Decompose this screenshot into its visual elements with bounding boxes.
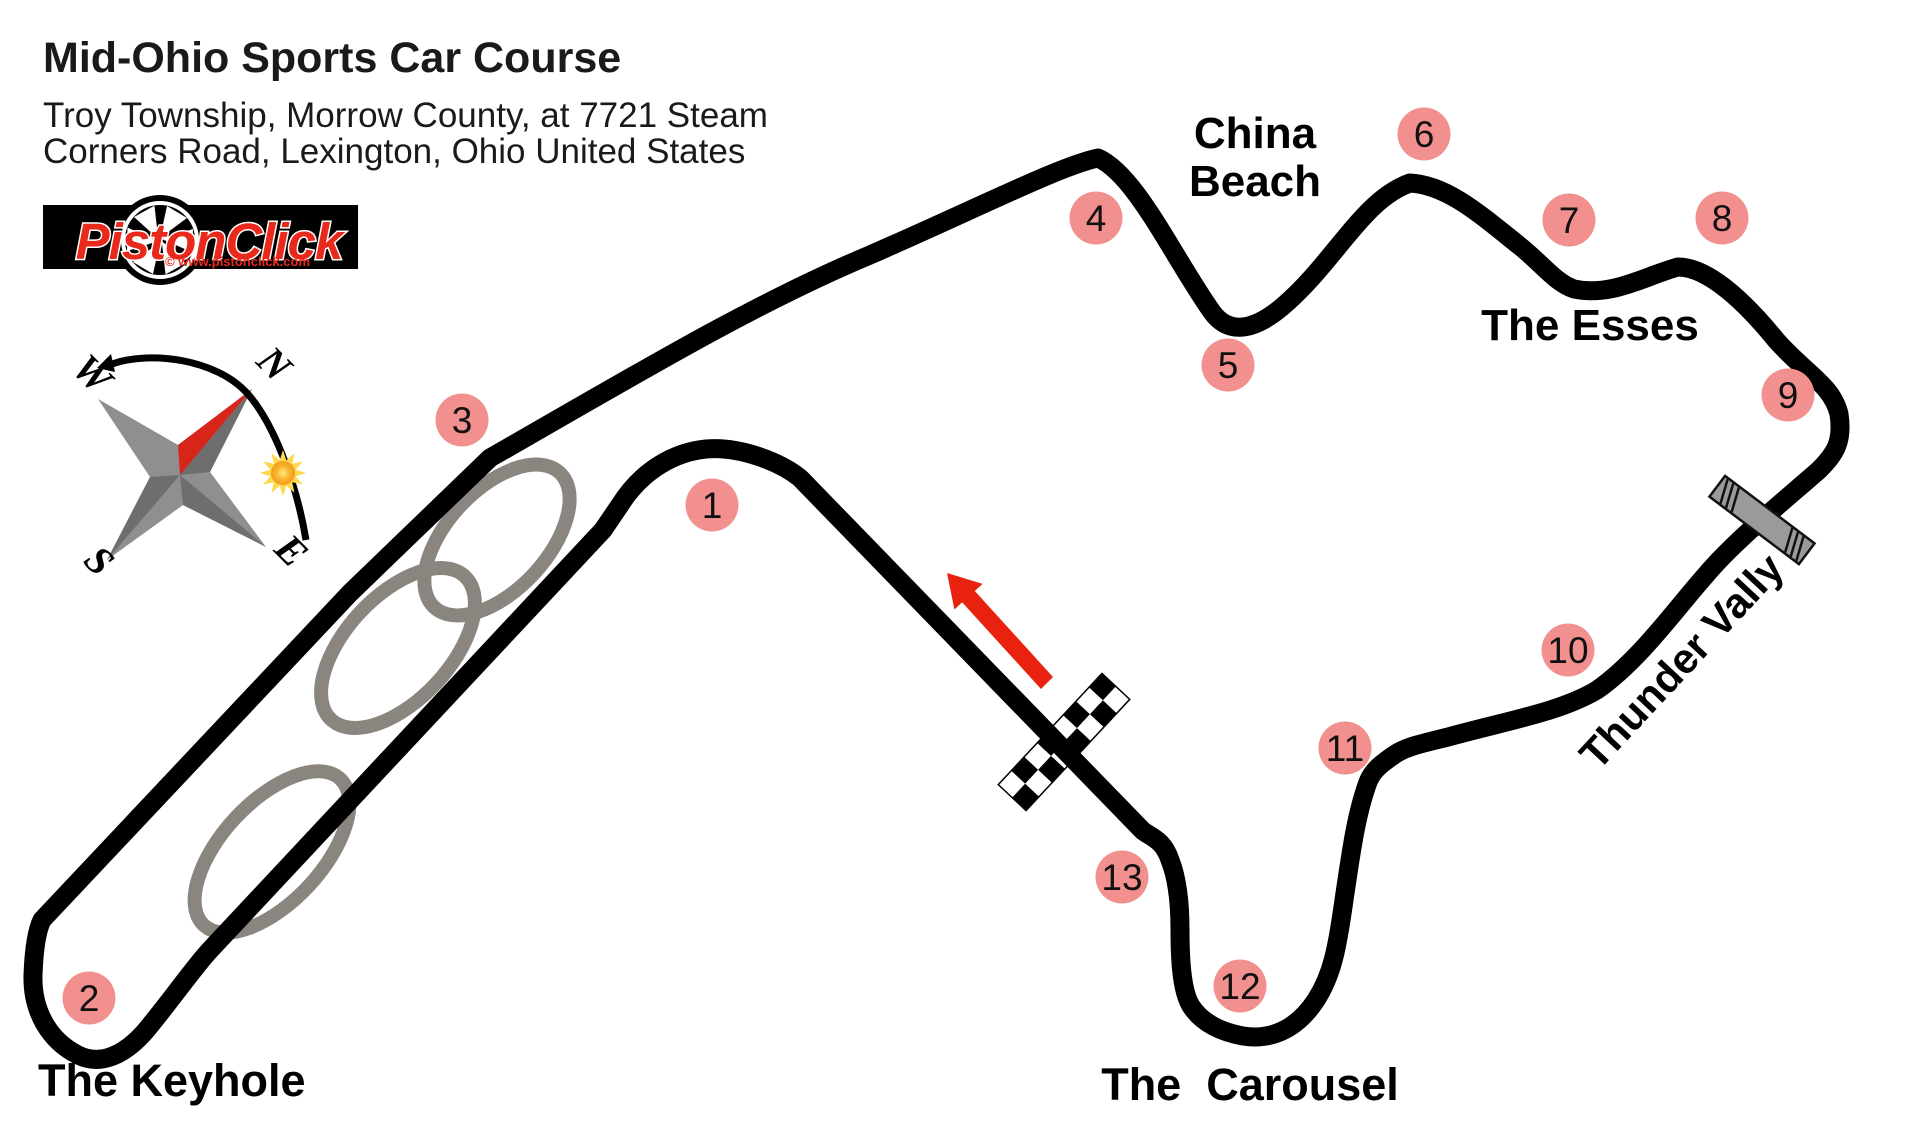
turn-marker-10: 10	[1541, 623, 1595, 677]
turn-marker-13: 13	[1095, 850, 1149, 904]
china-beach-label-line2: Beach	[1189, 157, 1321, 206]
turn-marker-6: 6	[1397, 107, 1451, 161]
camera-shutter-icon	[115, 195, 205, 285]
page-title: Mid-Ohio Sports Car Course	[43, 34, 621, 82]
address-line-1: Troy Township, Morrow County, at 7721 St…	[43, 96, 768, 135]
turn-marker-12: 12	[1213, 959, 1267, 1013]
compass-north-label: N	[248, 337, 302, 391]
bridge-icon	[1707, 474, 1817, 566]
turn-marker-5: 5	[1201, 338, 1255, 392]
compass-star-icon	[98, 389, 266, 560]
the-keyhole-label: The Keyhole	[38, 1055, 306, 1106]
turn-number: 11	[1326, 728, 1364, 769]
turn-number: 10	[1547, 630, 1588, 671]
logo-credit-text: © www.pistonclick.com	[165, 254, 310, 269]
logo-brand-text: PistonClick	[76, 213, 346, 270]
compass-west-label: W	[64, 345, 123, 404]
turn-number: 8	[1712, 198, 1733, 239]
service-loop	[187, 764, 357, 940]
turn-marker-11: 11	[1318, 721, 1372, 775]
pistonclick-logo: PistonClick © www.pistonclick.com	[43, 195, 358, 285]
address-line-2: Corners Road, Lexington, Ohio United Sta…	[43, 132, 745, 171]
turn-number: 5	[1218, 345, 1239, 386]
turn-number: 9	[1778, 375, 1799, 416]
turn-marker-9: 9	[1761, 368, 1815, 422]
sun-path-arc	[110, 354, 310, 541]
turn-markers: 1 2 3 4 5 6 7 8 9 10 11 12 13	[62, 107, 1815, 1025]
service-loop	[314, 561, 482, 735]
turn-number: 13	[1101, 857, 1142, 898]
arc-arrowhead-icon	[97, 354, 115, 372]
thunder-valley-label: Thunder Vally	[1570, 544, 1793, 778]
service-loop	[417, 457, 577, 623]
the-carousel-label: The Carousel	[1101, 1059, 1399, 1110]
turn-number: 6	[1414, 114, 1435, 155]
the-esses-label: The Esses	[1481, 301, 1699, 350]
turn-number: 12	[1219, 966, 1260, 1007]
turn-number: 7	[1559, 200, 1580, 241]
direction-arrow-icon	[947, 573, 1053, 689]
turn-marker-8: 8	[1695, 191, 1749, 245]
turn-marker-2: 2	[62, 971, 116, 1025]
china-beach-label-line1: China	[1194, 109, 1317, 158]
compass-rose: W N S E	[64, 337, 317, 585]
sun-icon	[260, 450, 306, 496]
turn-number: 1	[702, 485, 723, 526]
service-road-loops	[187, 457, 577, 940]
turn-number: 3	[452, 400, 473, 441]
turn-number: 4	[1086, 198, 1107, 239]
turn-number: 2	[79, 978, 100, 1019]
compass-east-label: E	[265, 524, 316, 575]
compass-north-needle	[178, 389, 252, 475]
track-outline	[23, 148, 1850, 1069]
turn-marker-3: 3	[435, 393, 489, 447]
turn-marker-7: 7	[1542, 193, 1596, 247]
turn-marker-1: 1	[685, 478, 739, 532]
turn-marker-4: 4	[1069, 191, 1123, 245]
